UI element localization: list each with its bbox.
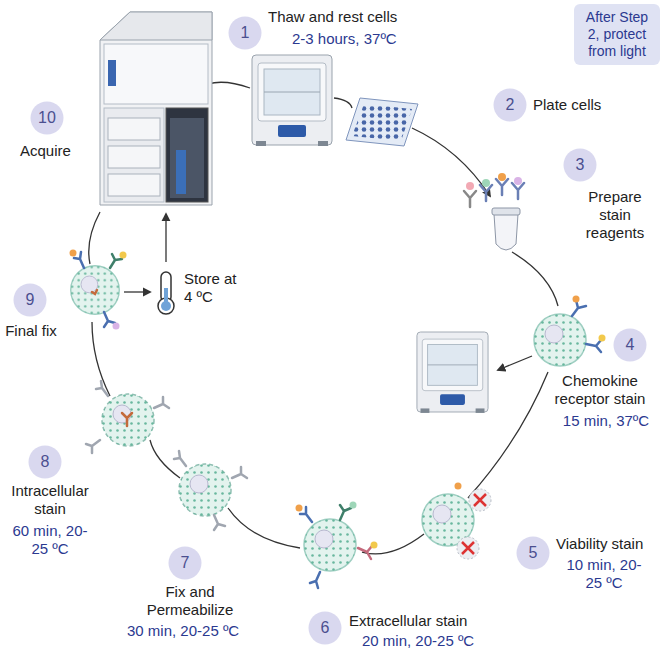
step-number: 8 <box>28 445 62 479</box>
antibody <box>174 451 247 530</box>
step-number: 9 <box>13 283 47 317</box>
step-title: Intracellular stain <box>2 482 98 518</box>
storage-label: Store at 4 ºC <box>184 270 246 306</box>
step-circle-fill <box>494 89 527 122</box>
step-condition: 2-3 hours, 37ºC <box>292 30 397 48</box>
step-title: Fix and Permeabilize <box>135 583 245 619</box>
step-circle: 4Chemokine receptor stain15 min, 37ºC <box>613 328 647 362</box>
step-number: 4 <box>613 328 647 362</box>
step-title: Final fix <box>2 322 60 340</box>
dead-cell <box>455 483 492 560</box>
note-box: After Step 2, protect from light <box>574 4 660 65</box>
step-circle: 7Fix and Permeabilize30 min, 20-25 ºC <box>168 546 202 580</box>
step-number: 1 <box>228 16 262 50</box>
flow-cytometer <box>100 12 212 205</box>
well-plate <box>346 98 418 146</box>
step-number: 3 <box>563 148 597 182</box>
antibody <box>296 502 378 589</box>
step-number: 6 <box>308 611 342 645</box>
step-circle: 1Thaw and rest cells2-3 hours, 37ºC <box>228 16 262 50</box>
step-title: Thaw and rest cells <box>268 8 397 26</box>
step-number: 5 <box>516 536 550 570</box>
cell <box>304 519 356 571</box>
thermometer <box>158 272 174 314</box>
step-number: 7 <box>168 546 202 580</box>
antibody <box>70 250 127 330</box>
step-circle-fill <box>14 284 47 317</box>
step-circle-fill <box>229 17 262 50</box>
step-circle: 10Acquire <box>30 101 64 135</box>
incubator <box>252 55 332 146</box>
flow-line <box>89 82 558 554</box>
step-circle: 5Viability stain10 min, 20-25 ºC <box>516 536 550 570</box>
step-circle-fill <box>614 329 647 362</box>
step-circle-fill <box>517 537 550 570</box>
antibody <box>86 381 169 453</box>
incubator <box>417 332 488 413</box>
step-circle-fill <box>31 102 64 135</box>
step-condition: 20 min, 20-25 ºC <box>362 632 474 650</box>
step-title: Acquire <box>20 142 71 160</box>
step-title: Extracellular stain <box>349 612 467 630</box>
step-condition: 15 min, 37ºC <box>552 412 660 430</box>
step-circle: 3Prepare stain reagents <box>563 148 597 182</box>
step-title: Plate cells <box>533 96 601 114</box>
step-number: 2 <box>493 88 527 122</box>
step-title: Viability stain <box>556 535 643 553</box>
cell <box>71 266 120 315</box>
step-circle: 8Intracellular stain60 min, 20-25 ºC <box>28 445 62 479</box>
antibody <box>572 296 606 353</box>
step-condition: 60 min, 20-25 ºC <box>8 522 92 558</box>
step-circle-fill <box>169 547 202 580</box>
step-circle-fill <box>564 149 597 182</box>
step-title: Prepare stain reagents <box>578 188 652 242</box>
step-condition: 10 min, 20-25 ºC <box>562 556 646 592</box>
permeabilized-cell <box>102 394 154 446</box>
step-circle-fill <box>309 612 342 645</box>
step-number: 10 <box>30 101 64 135</box>
cell <box>534 314 586 366</box>
stain-reagents <box>464 173 524 250</box>
permeabilized-cell <box>179 464 231 516</box>
step-circle: 6Extracellular stain20 min, 20-25 ºC <box>308 611 342 645</box>
step-circle: 2Plate cells <box>493 88 527 122</box>
note-text: After Step 2, protect from light <box>586 9 648 59</box>
step-circle: 9Final fix <box>13 283 47 317</box>
step-title: Chemokine receptor stain <box>540 372 660 408</box>
step-condition: 30 min, 20-25 ºC <box>127 622 239 640</box>
step-circle-fill <box>29 446 62 479</box>
